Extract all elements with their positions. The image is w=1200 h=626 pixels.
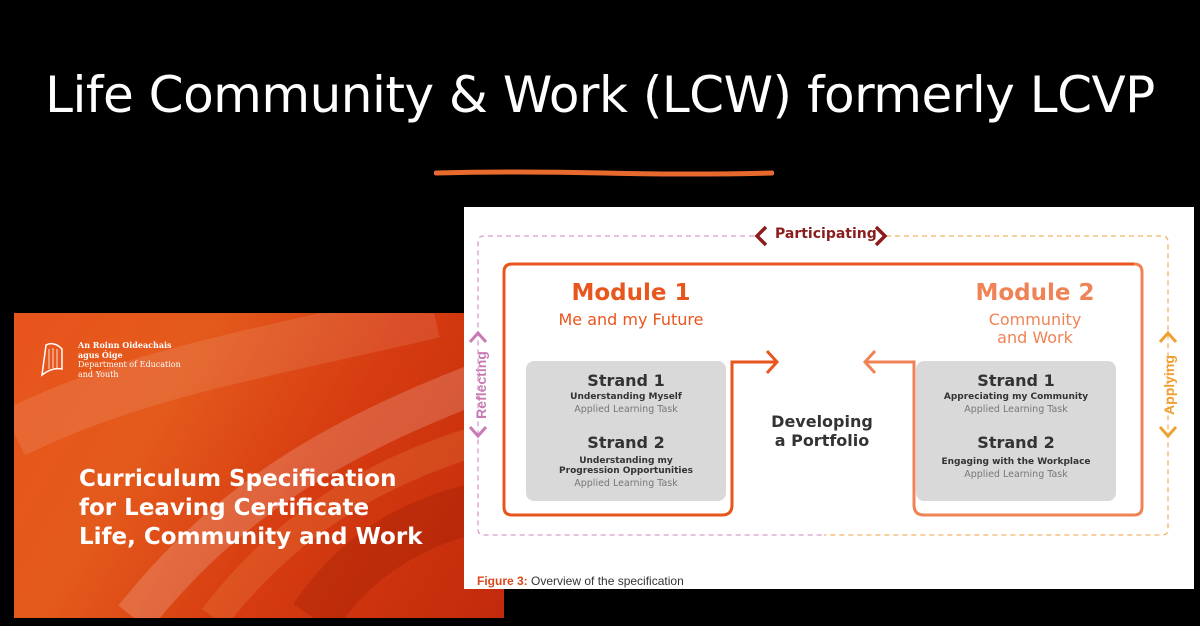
specification-overview-figure: Participating Reflecting Applying Module… — [464, 207, 1194, 589]
module-1-strand-1-title: Strand 1 — [587, 371, 665, 390]
module-1-strand-2-desc-1: Understanding my — [579, 456, 673, 466]
module-1-strand-2-desc-2: Progression Opportunities — [559, 466, 693, 476]
module-1-strand-1-desc: Understanding Myself — [570, 392, 682, 402]
dept-irish-line-1: An Roinn Oideachais — [78, 340, 172, 350]
center-label-line-1: Developing — [771, 412, 873, 431]
module-2-subtitle-2: and Work — [997, 328, 1073, 347]
caption-text: Overview of the specification — [527, 574, 684, 588]
module-1-heading: Module 1 — [571, 280, 691, 306]
module-1-strand-2-task: Applied Learning Task — [574, 478, 678, 489]
cover-title: Curriculum Specification for Leaving Cer… — [79, 465, 422, 552]
reflecting-label: Reflecting — [473, 351, 489, 419]
title-underline — [434, 169, 774, 177]
specification-cover: An Roinn Oideachais agus Óige Department… — [14, 313, 504, 618]
module-2-subtitle-1: Community — [988, 310, 1082, 329]
module-1-strand-2-title: Strand 2 — [587, 433, 665, 452]
applying-label: Applying — [1161, 355, 1177, 415]
cover-title-line-2: for Leaving Certificate — [79, 495, 370, 521]
module-2-strand-1-task: Applied Learning Task — [964, 404, 1068, 415]
module-2-strand-2-desc: Engaging with the Workplace — [941, 457, 1091, 467]
figure-diagram — [468, 225, 1178, 536]
department-name: An Roinn Oideachais agus Óige Department… — [78, 340, 181, 379]
cover-title-line-3: Life, Community and Work — [79, 524, 423, 550]
caption-label: Figure 3: — [477, 574, 528, 588]
harp-icon — [41, 342, 63, 377]
figure-caption: Figure 3: Overview of the specification — [477, 574, 684, 588]
module-2-strand-2-task: Applied Learning Task — [964, 469, 1068, 480]
participating-label: Participating — [775, 226, 877, 242]
dept-english-line-2: and Youth — [78, 369, 119, 379]
slide-title: Life Community & Work (LCW) formerly LCV… — [45, 66, 1155, 124]
module-2-strand-2-title: Strand 2 — [977, 433, 1055, 452]
module-1-strand-1-task: Applied Learning Task — [574, 404, 678, 415]
module-2-heading: Module 2 — [975, 280, 1095, 306]
center-label-line-2: a Portfolio — [774, 431, 870, 450]
module-1-subtitle: Me and my Future — [558, 310, 704, 329]
cover-title-line-1: Curriculum Specification — [79, 466, 397, 492]
dept-irish-line-2: agus Óige — [78, 349, 123, 360]
module-2-strand-1-title: Strand 1 — [977, 371, 1055, 390]
module-2-strand-1-desc: Appreciating my Community — [943, 392, 1089, 402]
dept-english-line-1: Department of Education — [78, 360, 181, 369]
